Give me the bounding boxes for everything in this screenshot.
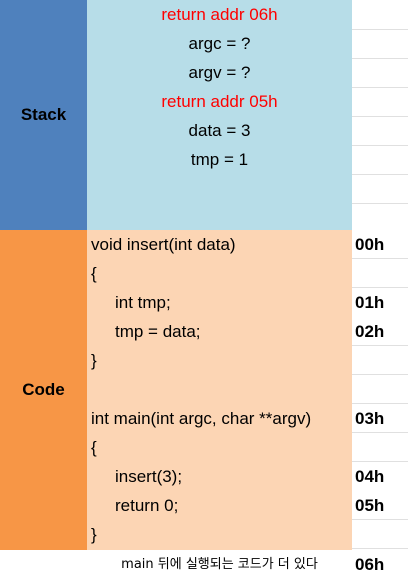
footer-note[interactable]: main 뒤에 실행되는 코드가 더 있다 xyxy=(121,557,318,572)
address-cell-01h[interactable]: 01h xyxy=(355,293,385,312)
grid-line xyxy=(352,174,408,175)
grid-line xyxy=(352,432,408,433)
grid-line xyxy=(352,258,408,259)
code-cell-tmp-assign[interactable]: tmp = data; xyxy=(115,322,201,341)
address-cell-03h[interactable]: 03h xyxy=(355,409,385,428)
code-cell-main-signature[interactable]: int main(int argc, char **argv) xyxy=(91,409,312,428)
grid-line xyxy=(352,203,408,204)
grid-line xyxy=(352,461,408,462)
grid-line xyxy=(352,58,408,59)
grid-line xyxy=(352,29,408,30)
code-cell-return[interactable]: return 0; xyxy=(115,496,179,515)
grid-line xyxy=(352,548,408,549)
address-cell-05h[interactable]: 05h xyxy=(355,496,385,515)
grid-line xyxy=(352,145,408,146)
grid-line xyxy=(352,87,408,88)
stack-cell-return-addr-06h[interactable]: return addr 06h xyxy=(161,5,278,24)
grid-line xyxy=(352,116,408,117)
stack-cell-argc[interactable]: argc = ? xyxy=(188,34,251,53)
stack-cell-return-addr-05h[interactable]: return addr 05h xyxy=(161,92,278,111)
code-cell-close-brace[interactable]: } xyxy=(91,525,97,544)
code-panel xyxy=(87,230,352,550)
address-cell-00h[interactable]: 00h xyxy=(355,235,385,254)
code-cell-insert-call[interactable]: insert(3); xyxy=(115,467,183,486)
stack-section-label[interactable]: Stack xyxy=(0,0,87,230)
address-cell-06h[interactable]: 06h xyxy=(355,555,385,574)
grid-line xyxy=(352,374,408,375)
stack-cell-argv[interactable]: argv = ? xyxy=(188,63,251,82)
address-column xyxy=(352,0,408,580)
code-cell-open-brace[interactable]: { xyxy=(91,264,97,283)
code-cell-int-tmp[interactable]: int tmp; xyxy=(115,293,171,312)
address-cell-04h[interactable]: 04h xyxy=(355,467,385,486)
stack-panel xyxy=(87,0,352,230)
address-cell-02h[interactable]: 02h xyxy=(355,322,385,341)
stack-cell-tmp[interactable]: tmp = 1 xyxy=(190,150,249,169)
code-cell-insert-signature[interactable]: void insert(int data) xyxy=(91,235,236,254)
grid-line xyxy=(352,287,408,288)
grid-line xyxy=(352,519,408,520)
grid-line xyxy=(352,403,408,404)
stack-cell-data[interactable]: data = 3 xyxy=(188,121,251,140)
code-cell-open-brace[interactable]: { xyxy=(91,438,97,457)
grid-line xyxy=(352,345,408,346)
code-section-label[interactable]: Code xyxy=(0,230,87,550)
code-cell-close-brace[interactable]: } xyxy=(91,351,97,370)
